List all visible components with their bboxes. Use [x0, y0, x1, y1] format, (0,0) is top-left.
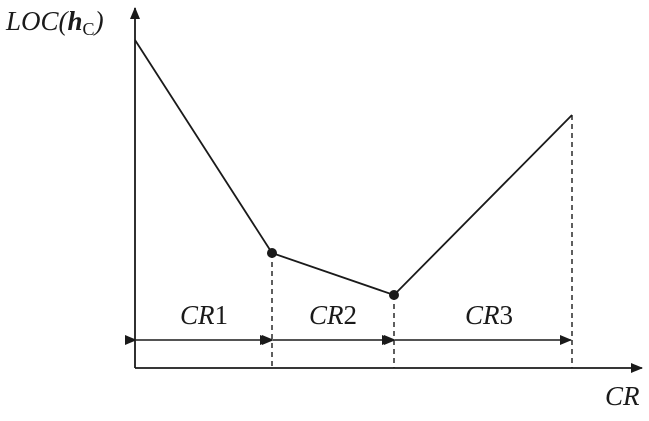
loc-curve	[134, 39, 573, 297]
region-label-cr2-name: CR	[309, 300, 344, 330]
y-axis-label-symbol: h	[68, 6, 83, 36]
y-axis-label-suffix: )	[93, 6, 104, 36]
region-label-cr3-name: CR	[465, 300, 500, 330]
y-axis-label-subscript: C	[83, 19, 95, 39]
y-axis-label-prefix: LOC(	[5, 6, 70, 36]
x-axis-label: CR	[605, 381, 640, 411]
region-label-cr1: CR1	[180, 300, 228, 330]
region-label-cr1-index: 1	[215, 300, 229, 330]
region-label-cr3-index: 3	[500, 300, 514, 330]
region-label-cr3: CR3	[465, 300, 513, 330]
y-axis-label: LOC(hC)	[5, 6, 104, 39]
region-label-cr2-index: 2	[344, 300, 358, 330]
region-label-cr2: CR2	[309, 300, 357, 330]
region-label-cr1-name: CR	[180, 300, 215, 330]
